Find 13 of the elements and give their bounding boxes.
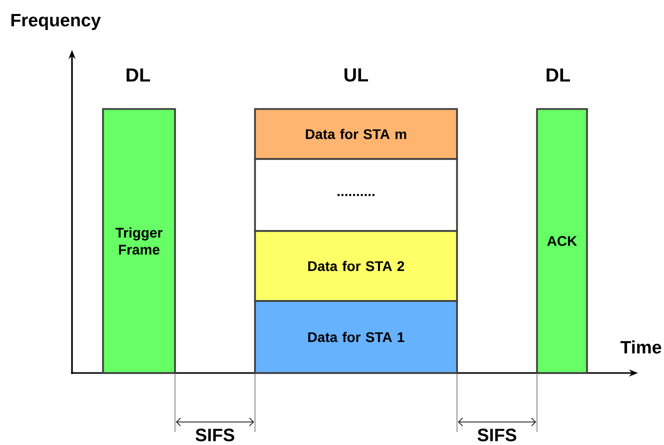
data-block: Data for STA 1 <box>254 300 458 374</box>
band-label: UL <box>344 68 368 82</box>
data-block: .......... <box>254 158 458 232</box>
data-block: Data for STA m <box>254 108 458 160</box>
band-label: DL <box>546 68 570 82</box>
frame-box: ACK <box>536 108 588 374</box>
band-label: DL <box>126 68 150 82</box>
axis-label: Time <box>620 340 662 354</box>
axis-label: Frequency <box>11 14 101 30</box>
dimension-label: SIFS <box>196 428 234 442</box>
dimension-label: SIFS <box>478 428 516 442</box>
frame-box: Trigger Frame <box>102 108 176 374</box>
data-block: Data for STA 2 <box>254 230 458 302</box>
